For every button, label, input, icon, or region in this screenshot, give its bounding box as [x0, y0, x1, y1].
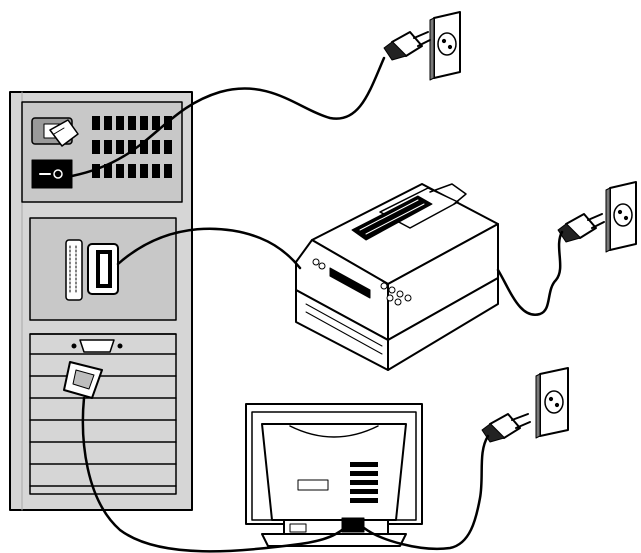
wall-outlet-right	[606, 182, 636, 252]
pc-tower	[10, 92, 192, 510]
parallel-port	[66, 240, 82, 300]
power-plug-bottom	[482, 414, 530, 442]
io-panel	[30, 218, 176, 320]
power-switch	[32, 160, 72, 188]
power-plug-top	[384, 32, 430, 60]
printer-power-cord	[498, 232, 562, 315]
crt-monitor	[246, 404, 422, 546]
power-inlet	[32, 118, 78, 146]
power-supply-panel	[22, 102, 182, 202]
parallel-cable-plug	[88, 244, 118, 294]
wall-outlet-top	[430, 12, 460, 80]
power-plug-right	[558, 214, 604, 242]
fan-vent-grid	[92, 116, 172, 178]
wall-outlet-bottom	[536, 368, 568, 438]
laser-printer	[296, 184, 498, 370]
